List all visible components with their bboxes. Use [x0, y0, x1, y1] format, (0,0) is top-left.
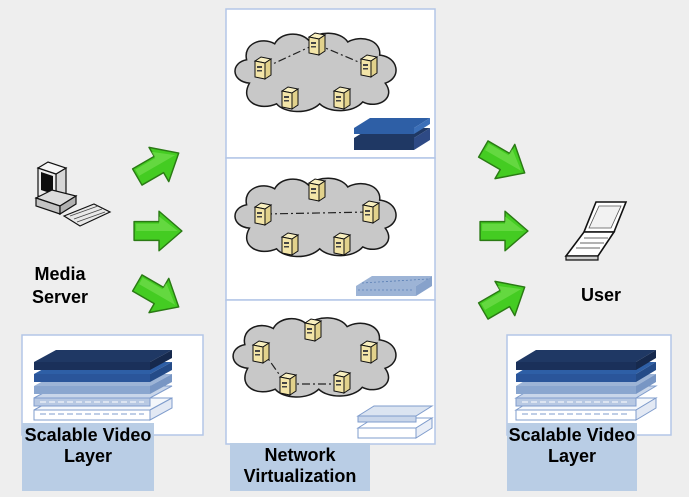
green-arrow-icon: [472, 131, 536, 191]
right-layer-caption: Scalable Video Layer: [507, 423, 637, 491]
green-arrow-icon: [126, 135, 190, 195]
right-video-layer-stack: [514, 350, 658, 421]
left-video-layer-stack: [33, 350, 173, 421]
media-server-label: Media Server: [31, 264, 89, 307]
green-arrow-icon: [133, 210, 183, 252]
desktop-computer-icon: [34, 161, 112, 227]
middle-network-links: [263, 211, 371, 215]
green-arrow-icon: [479, 210, 529, 252]
middle-video-layer-stack: [356, 276, 432, 296]
green-arrow-icon: [472, 269, 536, 329]
laptop-icon: [564, 201, 628, 261]
top-video-layer-stack: [354, 118, 430, 150]
green-arrow-icon: [126, 265, 190, 325]
top-network-links: [263, 43, 369, 69]
left-layer-caption: Scalable Video Layer: [22, 423, 154, 491]
network-virtualization-caption: Network Virtualization: [230, 443, 370, 491]
user-label: User: [580, 285, 622, 305]
bottom-video-layer-stack: [356, 405, 434, 439]
